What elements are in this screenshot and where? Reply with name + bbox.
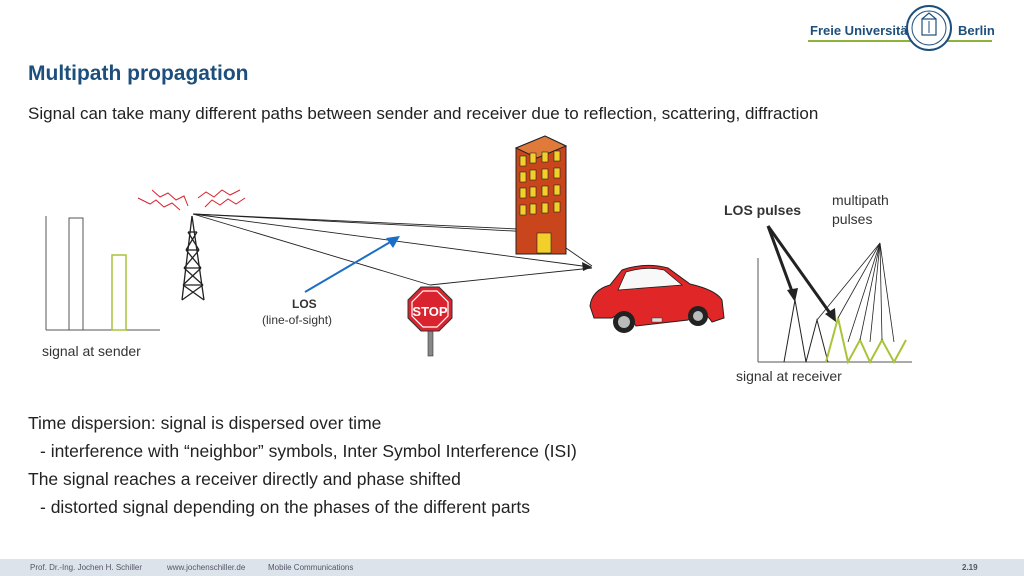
footer-course: Mobile Communications (268, 563, 354, 572)
los-label: LOS (292, 297, 317, 311)
body-line-2: - interference with “neighbor” symbols, … (40, 441, 577, 461)
logo-underline (808, 40, 992, 42)
stop-sign-icon: STOP (407, 286, 453, 357)
signal-at-receiver-label: signal at receiver (736, 368, 842, 384)
path-to-building (192, 213, 533, 233)
los-sublabel: (line-of-sight) (262, 313, 333, 327)
body-line-3: The signal reaches a receiver directly a… (28, 469, 461, 489)
path-to-stop-sign (192, 213, 431, 286)
footer-website[interactable]: www.jochenschiller.de (167, 563, 246, 572)
building-icon (514, 135, 568, 255)
signal-at-sender-label: signal at sender (42, 343, 141, 359)
body-text: Time dispersion: signal is dispersed ove… (28, 409, 577, 521)
los-pulses-label: LOS pulses (724, 202, 802, 218)
body-line-1: Time dispersion: signal is dispersed ove… (28, 413, 382, 433)
body-line-4: - distorted signal depending on the phas… (40, 497, 531, 517)
footer-bar: Prof. Dr.-Ing. Jochen H. Schiller www.jo… (0, 559, 1024, 576)
page-title: Multipath propagation (28, 62, 249, 85)
footer-page-number: 2.19 (962, 563, 978, 572)
university-seal-icon (906, 5, 952, 51)
antenna-tower-icon (181, 215, 205, 301)
stop-sign-text: STOP (412, 304, 447, 319)
page-subtitle: Signal can take many different paths bet… (28, 104, 819, 123)
car-icon (589, 264, 725, 333)
los-arrow (304, 236, 400, 293)
logo-text-right: Berlin (958, 23, 995, 38)
radio-waves-icon (137, 189, 246, 211)
sender-signal-plot (45, 216, 160, 331)
university-logo: Freie Universität Berlin (808, 3, 995, 53)
stop-sign-scatter (429, 267, 593, 286)
receiver-signal-plot (757, 225, 912, 365)
sender-pulse-large (68, 217, 84, 331)
sender-pulse-small (111, 254, 127, 331)
footer-author: Prof. Dr.-Ing. Jochen H. Schiller (30, 563, 143, 572)
logo-text-left: Freie Universität (810, 23, 912, 38)
multipath-label-line2: pulses (832, 211, 873, 227)
multipath-label-line1: multipath (832, 192, 889, 208)
